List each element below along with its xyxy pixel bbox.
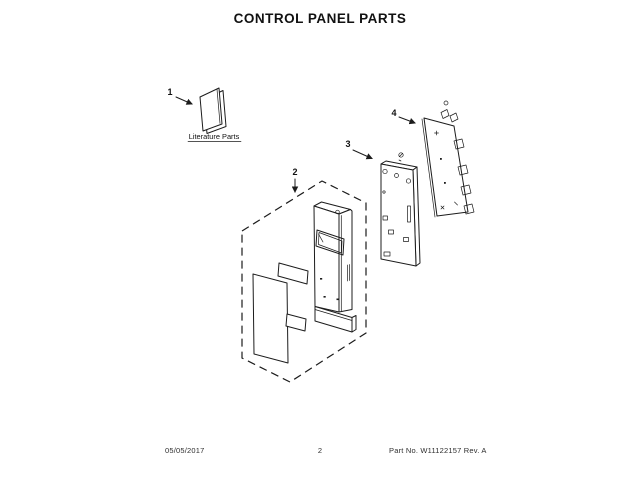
footer-part-number: Part No. W11122157 Rev. A: [389, 446, 487, 455]
display-pcb: [421, 100, 475, 218]
literature-parts-label: Literature Parts: [187, 132, 242, 142]
callout-3-arrow: [352, 149, 373, 160]
footer-date: 05/05/2017: [165, 446, 205, 455]
screw-icon: [443, 100, 449, 106]
literature-booklet: [199, 87, 227, 134]
small-tab: [285, 313, 307, 332]
callout-3: 3: [345, 139, 350, 149]
control-panel-body: [313, 201, 357, 333]
callout-4: 4: [391, 108, 396, 118]
display-window: [315, 229, 345, 256]
control-board: [380, 152, 421, 267]
label-strip: [277, 262, 309, 285]
screw-icon: [335, 209, 340, 215]
callout-1: 1: [167, 87, 172, 97]
svg-text:Literature Parts: Literature Parts: [189, 132, 240, 141]
callout-1-arrow: [175, 96, 193, 105]
footer-page-number: 2: [317, 446, 323, 455]
page-title: CONTROL PANEL PARTS: [233, 11, 407, 26]
membrane-sheet: [252, 273, 289, 364]
callout-4-arrow: [398, 116, 416, 125]
callout-2: 2: [292, 167, 297, 177]
screw-icon: [398, 152, 404, 158]
assembly-enclosure-dashed-outline: [241, 180, 367, 383]
